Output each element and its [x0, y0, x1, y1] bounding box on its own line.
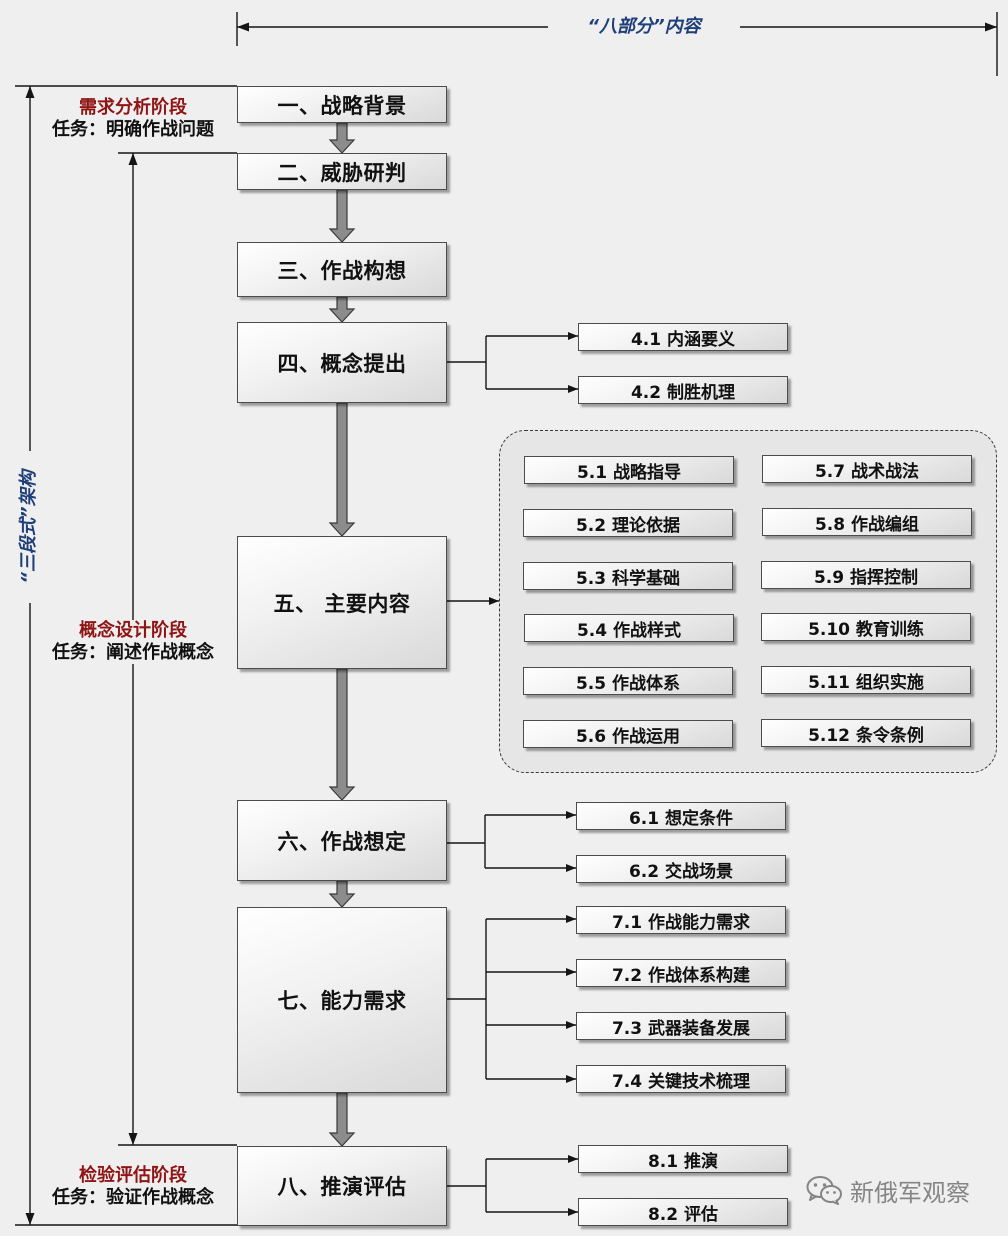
- connector-part7: [447, 919, 487, 1079]
- part-4-box: 四、概念提出: [237, 322, 447, 403]
- detail-4-1-box: 4.1 内涵要义: [578, 323, 788, 351]
- three-stage-framework-title: “三段式”架构: [16, 451, 42, 603]
- detail-5-2-box: 5.2 理论依据: [523, 509, 733, 537]
- flow-arrow: [328, 122, 356, 154]
- detail-5-7-box: 5.7 战术战法: [762, 455, 972, 483]
- stage-1-task: 任务：明确作战问题: [52, 119, 214, 140]
- detail-4-2-box: 4.2 制胜机理: [578, 376, 788, 404]
- stage-2-name: 概念设计阶段: [79, 620, 187, 641]
- part-2-box: 二、威胁研判: [237, 153, 447, 190]
- connector-part4: [447, 336, 487, 389]
- detail-7-2-box: 7.2 作战体系构建: [576, 959, 786, 987]
- detail-5-3-box: 5.3 科学基础: [523, 562, 733, 590]
- stage-2-label: 概念设计阶段 任务：阐述作战概念: [40, 620, 226, 664]
- main-content-panel: [499, 430, 997, 773]
- flow-arrow: [328, 1092, 356, 1147]
- detail-8-2-box: 8.2 评估: [578, 1198, 788, 1226]
- flow-arrow: [328, 189, 356, 243]
- part-6-box: 六、作战想定: [237, 800, 447, 881]
- stage-2-task: 任务：阐述作战概念: [52, 642, 214, 663]
- detail-6-2-box: 6.2 交战场景: [576, 855, 786, 883]
- detail-5-10-box: 5.10 教育训练: [761, 613, 971, 641]
- stage-3-label: 检验评估阶段 任务：验证作战概念: [40, 1165, 226, 1209]
- part-5-box: 五、 主要内容: [237, 536, 447, 669]
- eight-parts-title: “八部分”内容: [548, 14, 740, 40]
- detail-5-6-box: 5.6 作战运用: [523, 720, 733, 748]
- detail-5-9-box: 5.9 指挥控制: [761, 561, 971, 589]
- detail-7-1-box: 7.1 作战能力需求: [576, 906, 786, 934]
- stage-3-name: 检验评估阶段: [79, 1165, 187, 1186]
- detail-7-3-box: 7.3 武器装备发展: [576, 1012, 786, 1040]
- detail-5-5-box: 5.5 作战体系: [523, 667, 733, 695]
- flow-arrow: [328, 296, 356, 323]
- detail-7-4-box: 7.4 关键技术梳理: [576, 1065, 786, 1093]
- flow-arrow: [328, 668, 356, 801]
- stage-1-label: 需求分析阶段 任务：明确作战问题: [40, 97, 226, 141]
- connector-part8: [447, 1159, 487, 1212]
- wechat-icon: [806, 1175, 842, 1205]
- connector-part6: [447, 815, 486, 868]
- detail-5-8-box: 5.8 作战编组: [762, 508, 972, 536]
- detail-5-12-box: 5.12 条令条例: [761, 719, 971, 747]
- part-3-box: 三、作战构想: [237, 242, 447, 297]
- stage-1-name: 需求分析阶段: [79, 97, 187, 118]
- flow-arrow: [328, 402, 356, 537]
- part-7-box: 七、能力需求: [237, 907, 447, 1093]
- detail-5-1-box: 5.1 战略指导: [524, 456, 734, 484]
- detail-5-11-box: 5.11 组织实施: [761, 666, 971, 694]
- detail-5-4-box: 5.4 作战样式: [524, 614, 734, 642]
- stage-3-task: 任务：验证作战概念: [52, 1187, 214, 1208]
- detail-8-1-box: 8.1 推演: [578, 1145, 788, 1173]
- detail-6-1-box: 6.1 想定条件: [576, 802, 786, 830]
- watermark: 新俄军观察: [806, 1172, 970, 1208]
- watermark-text: 新俄军观察: [850, 1178, 970, 1207]
- part-1-box: 一、战略背景: [237, 86, 447, 123]
- part-8-box: 八、推演评估: [237, 1146, 447, 1226]
- flow-arrow: [328, 880, 356, 908]
